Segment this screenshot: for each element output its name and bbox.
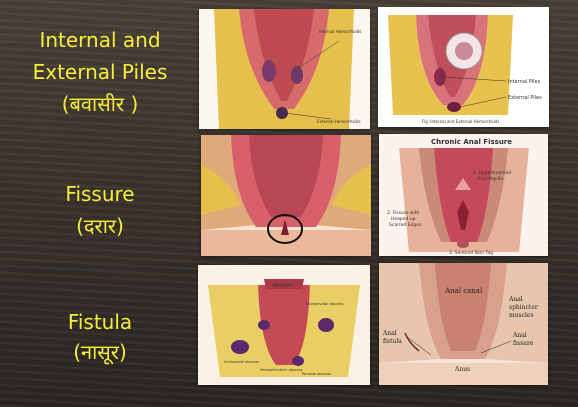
intersphincteric-label: Intersphincteric abscess [260, 368, 303, 372]
supralevator-label: Supralevator abscess [306, 302, 344, 306]
anal-canal-label: Anal canal [444, 287, 483, 295]
label-line: Fistula [67, 310, 133, 334]
papilla-label-2: Anal Papilla [477, 176, 503, 182]
fissure-illustration-1 [201, 135, 371, 256]
fistula-illustration-1: Rectum Supralevator abscess Ischiorectal… [198, 265, 370, 385]
skin-tag-label: 3. Sentinel Skin Tag [449, 250, 493, 256]
anus-label: Anus [454, 366, 470, 373]
piles-illustration-1: Internal Hemorrhoids External Hemorrhoid… [199, 9, 370, 129]
fistula-label-2: fistula [383, 338, 402, 345]
fistula-label-1: Anal [382, 330, 397, 337]
label-line-hindi: (दरार) [76, 214, 124, 238]
fissure-diagram-title: Chronic Anal Fissure [431, 138, 512, 146]
rectum-label: Rectum [273, 283, 292, 289]
sphincter-label-2: sphincter [509, 304, 538, 311]
papilla-label-1: 1. Hypertrophied [473, 170, 511, 176]
edge-label-3: Scarred Edges [389, 222, 422, 228]
label-line-hindi: (बवासीर ) [61, 92, 139, 116]
edge-label-2: Heaped up [391, 216, 416, 222]
fissure-label-2: fissure [513, 340, 534, 347]
label-fissure: Fissure (दरार) [0, 178, 200, 242]
fistula-illustration-2: Anal canal Anal sphincter muscles Anal f… [379, 263, 548, 385]
label-line: External Piles [32, 60, 168, 84]
piles-illustration-2: Internal Piles External Piles Fig: Inter… [378, 7, 549, 127]
fistula-diagram-1: Rectum Supralevator abscess Ischiorectal… [198, 265, 370, 385]
fissure-label-1: Anal [512, 332, 527, 339]
sphincter-label-1: Anal [508, 296, 523, 303]
fistula-diagram-2: Anal canal Anal sphincter muscles Anal f… [379, 263, 548, 385]
fissure-diagram-2: Chronic Anal Fissure 1. Hypertrophied An… [379, 134, 548, 256]
internal-piles-label: Internal Piles [508, 79, 541, 85]
edge-label-1: 2. Fissure with [387, 210, 419, 216]
fissure-illustration-2: Chronic Anal Fissure 1. Hypertrophied An… [379, 134, 548, 256]
piles-caption: Fig: Internal and External Hemorrhoids [422, 119, 499, 124]
internal-hemorrhoids-label: Internal Hemorrhoids [319, 29, 361, 34]
external-hemorrhoids-label: External Hemorrhoids [317, 119, 361, 124]
piles-diagram-1: Internal Hemorrhoids External Hemorrhoid… [199, 9, 370, 129]
sphincter-label-3: muscles [509, 312, 534, 319]
ischiorectal-label: Ischiorectal abscess [224, 360, 259, 364]
perianal-label: Perianal abscess [302, 372, 331, 376]
label-line: Internal and [39, 28, 161, 52]
label-internal-external-piles: Internal and External Piles (बवासीर ) [0, 24, 200, 120]
label-line-hindi: (नासूर) [73, 340, 127, 364]
piles-diagram-2: Internal Piles External Piles Fig: Inter… [378, 7, 549, 127]
fissure-diagram-1 [201, 135, 371, 256]
label-fistula: Fistula (नासूर) [0, 307, 200, 367]
label-line: Fissure [65, 182, 135, 206]
external-piles-label: External Piles [508, 95, 542, 101]
